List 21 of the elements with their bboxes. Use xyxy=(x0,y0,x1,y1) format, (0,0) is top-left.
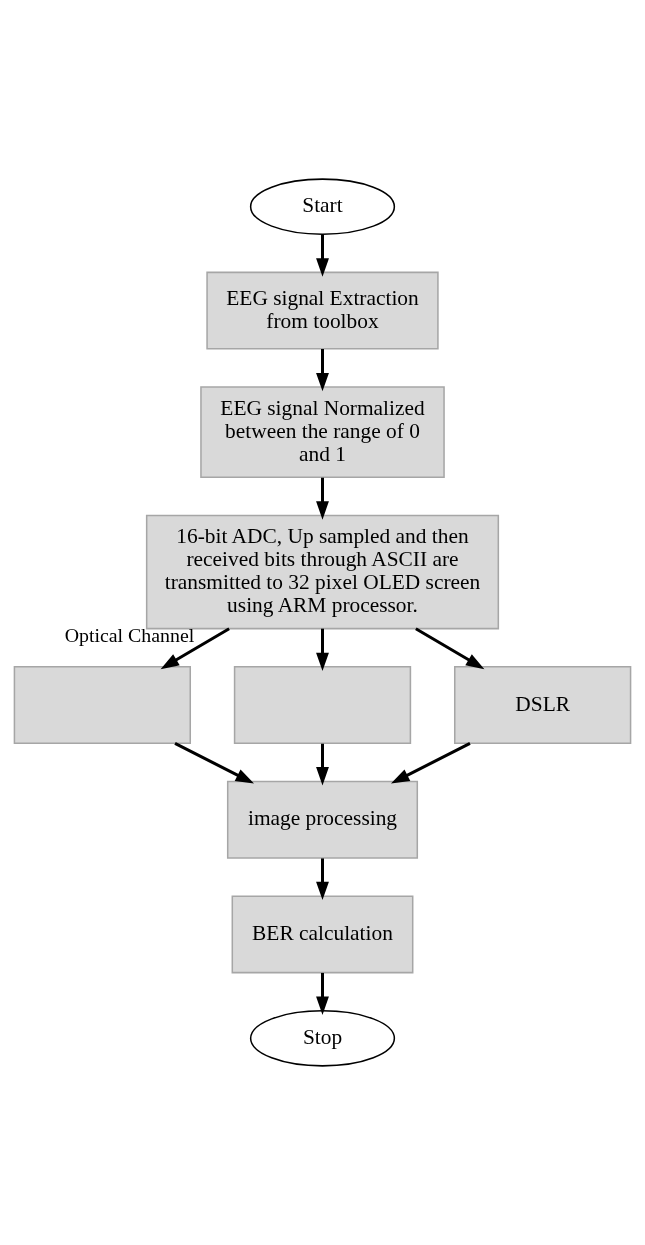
arrow xyxy=(316,858,329,901)
node-box: 16-bit ADC, Up sampled and then received bits through ASCII are transmitted to 32 pixel OLED screen using ARM processor. xyxy=(145,514,500,630)
arrow xyxy=(174,742,254,784)
node-ellipse: Start xyxy=(249,178,396,235)
node-box xyxy=(13,666,191,745)
arrow xyxy=(391,742,471,784)
node-box: image processing xyxy=(226,780,419,859)
node-box: EEG signal Extraction from toolbox xyxy=(206,271,439,350)
arrow xyxy=(316,234,329,277)
arrow xyxy=(316,477,329,520)
arrow xyxy=(316,972,329,1015)
node-box: BER calculation xyxy=(231,895,414,974)
arrow xyxy=(316,349,329,392)
node-box: DSLR xyxy=(454,666,632,745)
arrow xyxy=(316,743,329,786)
arrow xyxy=(316,628,329,672)
node-box xyxy=(233,666,412,745)
arrow xyxy=(415,627,485,670)
node-box: EEG signal Normalized between the range of 0 and 1 xyxy=(200,386,445,478)
arrow xyxy=(160,627,230,670)
node-ellipse: Stop xyxy=(249,1010,396,1067)
